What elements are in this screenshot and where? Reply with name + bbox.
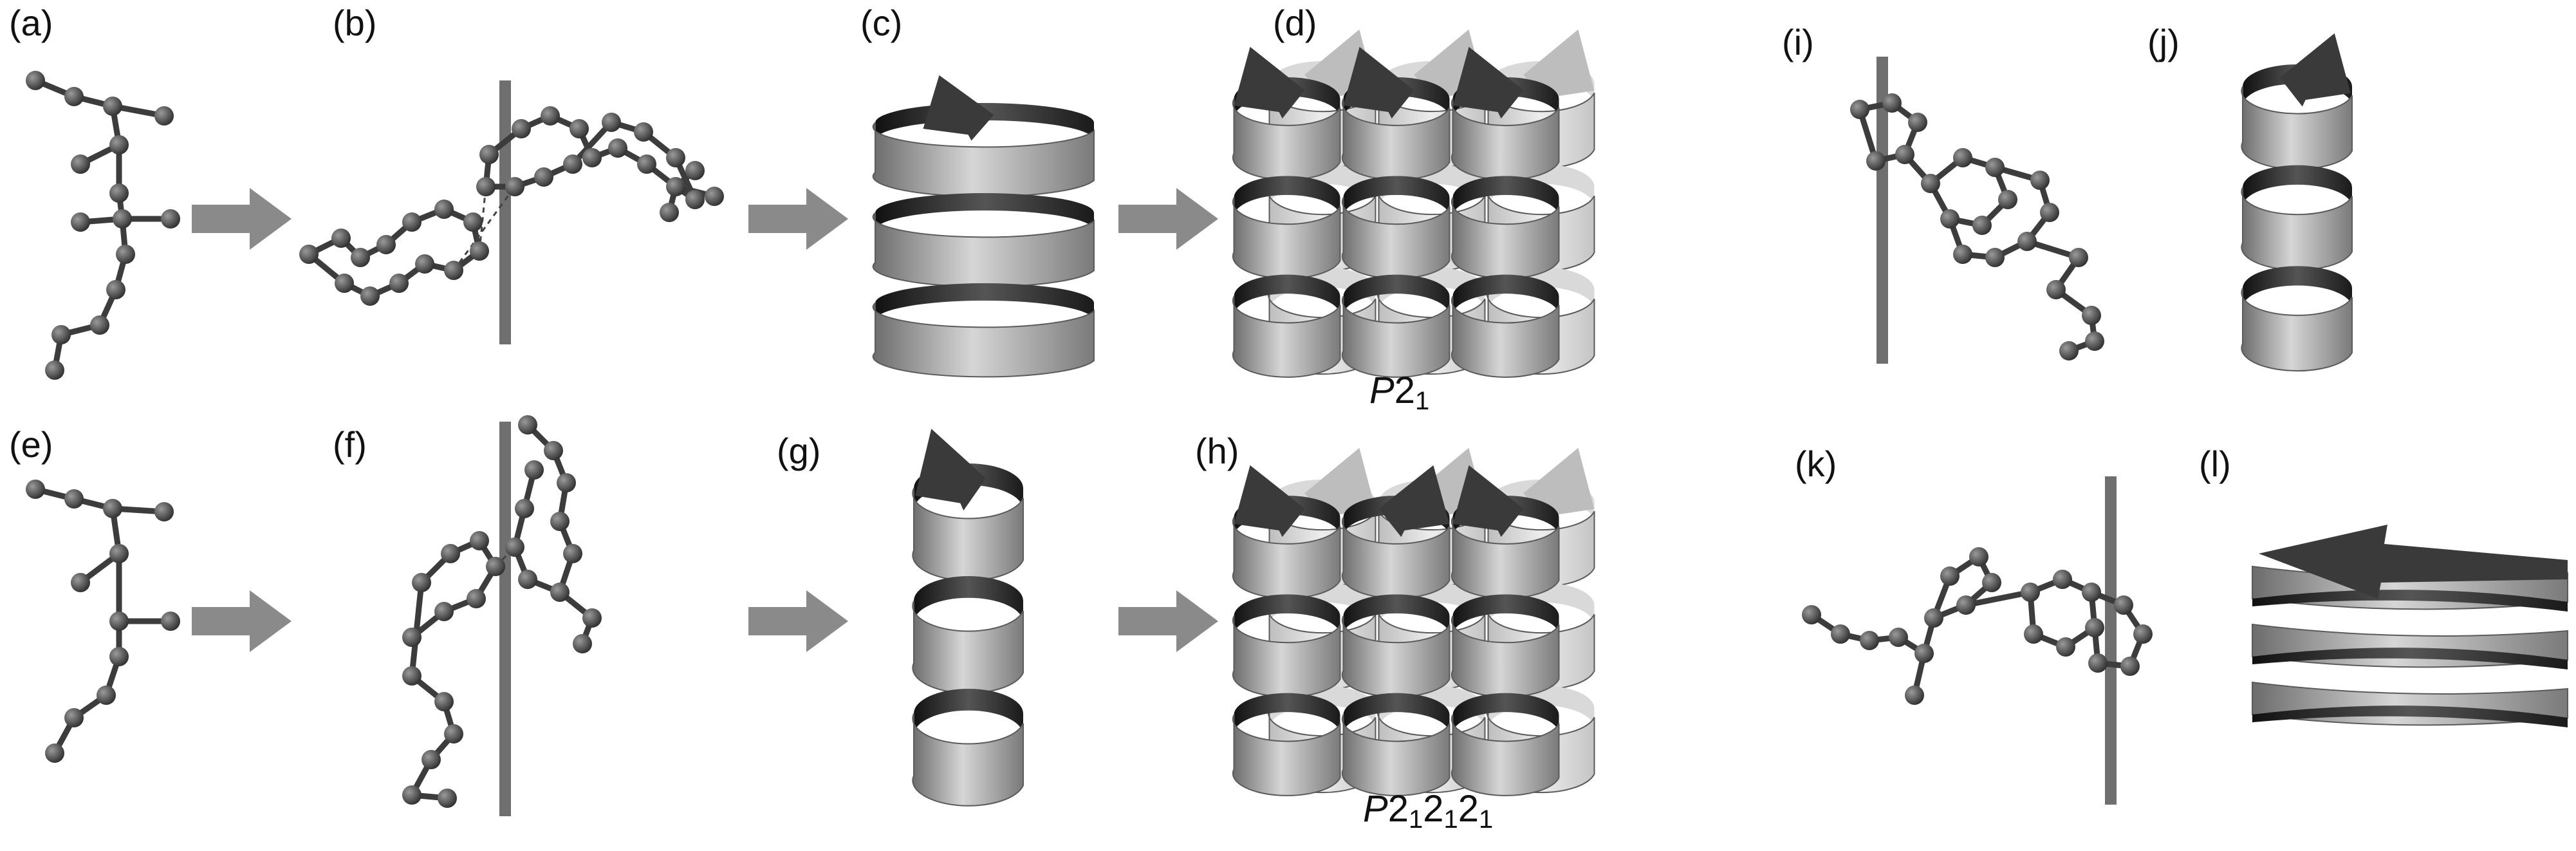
helix-panel-j <box>2241 33 2353 371</box>
molecule-panel-b <box>299 106 724 306</box>
panel-label-l: (l) <box>2199 444 2231 484</box>
transform-arrow-4 <box>192 590 292 652</box>
panel-label-c: (c) <box>860 3 903 43</box>
space-group-label-d: P21 <box>1369 369 1430 415</box>
helix-panel-h-front-1 <box>1232 465 1341 796</box>
transform-arrow-3 <box>1118 188 1218 250</box>
transform-arrow-2 <box>748 188 848 250</box>
helix-panel-c <box>872 75 1095 378</box>
transform-arrow-1 <box>192 188 292 250</box>
panel-label-i: (i) <box>1782 22 1814 62</box>
molecule-panel-e <box>26 480 180 763</box>
transform-arrow-5 <box>748 590 848 652</box>
helix-panel-h-front-3 <box>1450 465 1560 796</box>
helix-panel-d-front-3 <box>1450 46 1560 378</box>
panel-label-g: (g) <box>777 431 821 471</box>
molecule-panel-i <box>1850 93 2104 360</box>
helix-panel-l <box>2252 525 2568 727</box>
helix-panel-d-front-1 <box>1232 46 1341 378</box>
space-group-label-h: P212121 <box>1363 788 1494 834</box>
molecule-panel-a <box>26 71 180 380</box>
helix-panel-g <box>912 429 1024 807</box>
helix-panel-h-front-2 <box>1341 465 1450 796</box>
molecule-panel-f <box>402 415 602 808</box>
panel-label-a: (a) <box>9 3 53 43</box>
panel-label-f: (f) <box>333 424 367 465</box>
panel-label-e: (e) <box>9 424 53 465</box>
panel-label-d: (d) <box>1273 3 1317 43</box>
panel-label-k: (k) <box>1795 444 1837 484</box>
panel-label-h: (h) <box>1195 431 1239 471</box>
transform-arrow-6 <box>1118 590 1218 652</box>
helix-panel-d-front-2 <box>1341 46 1450 378</box>
molecule-panel-k <box>1802 547 2153 705</box>
panel-label-b: (b) <box>333 3 377 43</box>
panel-label-j: (j) <box>2147 22 2180 62</box>
